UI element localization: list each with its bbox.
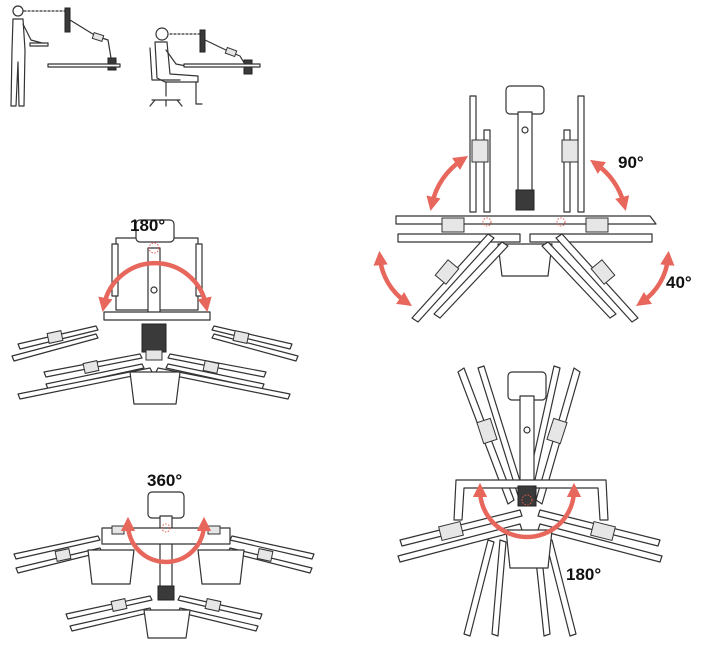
seated-user-icon bbox=[149, 27, 203, 107]
monitor-pivot-panel: 360° bbox=[13, 471, 315, 639]
arm-swivel-panel: 180° bbox=[11, 216, 299, 405]
pole-rotation-label: 180° bbox=[566, 565, 601, 584]
pivot-arrow-icon bbox=[120, 516, 212, 565]
monitor-arm-icon bbox=[64, 7, 117, 71]
swivel-arrow-icon bbox=[98, 260, 212, 313]
tilt-side-label: 40° bbox=[666, 273, 692, 292]
tilt-panel: 90° 40° bbox=[373, 85, 692, 323]
arm-up-arrow-icon bbox=[636, 250, 675, 307]
swivel-angle-label: 180° bbox=[130, 216, 165, 235]
pole-rotation-arrow-icon bbox=[472, 482, 582, 540]
pivot-angle-label: 360° bbox=[147, 471, 182, 490]
seated-user-figure bbox=[149, 27, 261, 107]
pole-rotation-panel: 180° bbox=[397, 365, 663, 637]
standing-user-figure bbox=[10, 5, 121, 107]
tilt-up-label: 90° bbox=[618, 153, 644, 172]
arm-down-arrow-icon bbox=[373, 250, 412, 307]
tilt-left-arrow-icon bbox=[426, 156, 469, 212]
tilt-right-arrow-icon bbox=[590, 159, 630, 211]
standing-user-icon bbox=[10, 5, 43, 107]
